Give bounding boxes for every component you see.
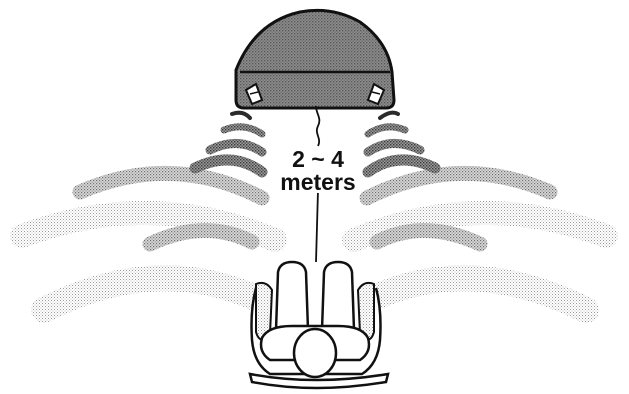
seated-listener-icon bbox=[250, 262, 388, 388]
speaker-unit-icon bbox=[236, 10, 394, 108]
listener-head bbox=[294, 329, 336, 377]
distance-label-line2: meters bbox=[280, 169, 355, 195]
